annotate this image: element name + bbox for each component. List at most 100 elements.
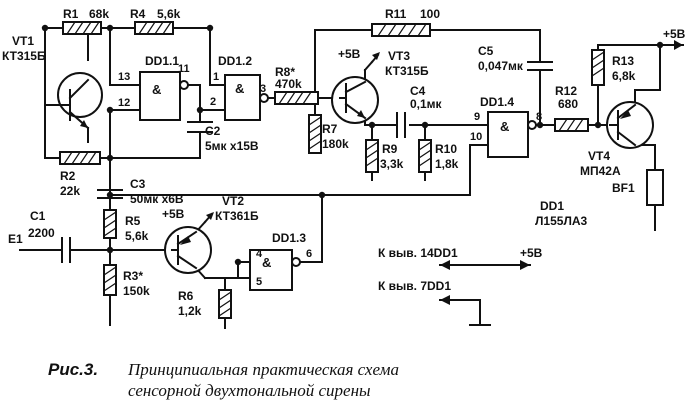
c3-label: C3	[130, 177, 146, 191]
gate-symbol: &	[500, 119, 509, 134]
vt3-vcc: +5В	[338, 47, 361, 61]
resistor-r3	[103, 264, 117, 296]
r4-label: R4	[130, 7, 146, 21]
pin14-vcc: +5В	[520, 246, 543, 260]
gate-symbol: &	[235, 81, 244, 96]
resistor-r9	[365, 139, 379, 173]
resistor-r11	[371, 23, 431, 37]
resistor-r12	[554, 118, 589, 132]
bf1-label: BF1	[612, 181, 635, 195]
pin-label: 5	[256, 276, 262, 288]
pin-label: 4	[256, 248, 263, 260]
r6-label: R6	[178, 289, 194, 303]
vt3-value: КТ315Б	[385, 64, 429, 78]
r6-value: 1,2k	[178, 304, 202, 318]
pin-label: 10	[470, 131, 482, 143]
pin-label: 9	[474, 111, 480, 123]
vt2-vcc: +5В	[162, 207, 185, 221]
r4-value: 5,6k	[157, 7, 181, 21]
pin-label: 3	[260, 83, 266, 95]
c1-label: C1	[30, 209, 46, 223]
c1-value: 2200	[28, 226, 55, 240]
vt3-label: VT3	[388, 49, 410, 63]
r5-label: R5	[125, 214, 141, 228]
c5-value: 0,047мк	[478, 59, 524, 73]
resistor-r7	[308, 114, 322, 154]
r13-value: 6,8k	[612, 69, 636, 83]
resistor-r8	[274, 91, 319, 105]
resistor-r6	[218, 289, 232, 319]
caption-line-2: сенсорной двухтональной сирены	[128, 381, 371, 400]
r2-value: 22k	[60, 184, 80, 198]
vt2-label: VT2	[222, 194, 244, 208]
resistor-r10	[418, 139, 432, 173]
dd1-label: DD1	[540, 199, 564, 213]
pin14-note: К выв. 14DD1	[378, 246, 458, 260]
capacitor-c1	[61, 237, 71, 263]
power-arrows	[203, 40, 683, 305]
capacitor-c3	[97, 189, 123, 199]
caption-figure-number: Рис.3.	[48, 360, 98, 379]
r7-label: R7	[322, 122, 338, 136]
capacitor-c5	[527, 61, 553, 71]
dd13-label: DD1.3	[272, 231, 306, 245]
gate-symbol: &	[152, 82, 161, 97]
r11-label: R11	[385, 7, 407, 21]
resistor-r5	[103, 209, 117, 239]
resistor-r1	[62, 21, 102, 35]
c4-value: 0,1мк	[410, 97, 443, 111]
gate-dd1-4: &	[487, 111, 537, 158]
r7-value: 180k	[322, 137, 349, 151]
r10-value: 1,8k	[435, 157, 459, 171]
transistor-vt4	[606, 101, 654, 149]
r10-label: R10	[435, 142, 457, 156]
pin-label: 1	[213, 71, 219, 83]
c2-label: C2	[205, 124, 221, 138]
r11-value: 100	[420, 7, 440, 21]
pin-label: 6	[306, 248, 312, 260]
pin7-note: К выв. 7DD1	[378, 279, 451, 293]
r5-value: 5,6k	[125, 229, 149, 243]
pin-label: 12	[118, 97, 130, 109]
vt1-label: VT1	[12, 34, 34, 48]
dd1-value: Л155ЛА3	[535, 214, 588, 228]
capacitor-c2	[187, 121, 213, 133]
transistor-vt1	[57, 72, 103, 130]
r2-label: R2	[60, 169, 76, 183]
r9-value: 3,3k	[380, 157, 404, 171]
e1-label: E1	[8, 232, 23, 246]
c4-label: C4	[410, 84, 426, 98]
c5-label: C5	[478, 44, 494, 58]
c3-value: 50мк x6В	[130, 192, 184, 206]
caption-line-1: Принципиальная практическая схема	[127, 360, 399, 379]
r1-label: R1	[63, 7, 79, 21]
pin-numbers: 13 12 11 1 2 3 4 5 6 9 10 8	[118, 63, 542, 288]
figure-caption: Рис.3. Принципиальная практическая схема…	[48, 360, 399, 400]
r8-value: 470k	[275, 77, 302, 91]
r13-label: R13	[612, 54, 634, 68]
capacitor-c4	[396, 112, 406, 138]
dd14-label: DD1.4	[480, 95, 514, 109]
transistor-vt2	[164, 226, 212, 274]
pin-label: 2	[210, 96, 216, 108]
vt2-value: КТ361Б	[215, 209, 259, 223]
component-labels: R1 68k R4 5,6k VT1 КТ315Б DD1.1 DD1.2 R8…	[2, 7, 686, 318]
transistor-vt3	[331, 76, 379, 124]
r3-value: 150k	[123, 284, 150, 298]
resistor-r4	[134, 21, 174, 35]
gate-dd1-1: &	[139, 71, 189, 121]
resistor-r13	[591, 49, 605, 86]
vcc-label: +5В	[663, 27, 686, 41]
dd11-label: DD1.1	[145, 54, 179, 68]
resistor-r2	[59, 151, 101, 165]
pin-label: 8	[536, 111, 542, 123]
r12-value: 680	[558, 97, 578, 111]
gate-symbol: &	[262, 255, 271, 270]
speaker-bf1	[646, 169, 664, 206]
vt4-label: VT4	[588, 149, 610, 163]
r12-label: R12	[555, 84, 577, 98]
gate-dd1-3: &	[249, 249, 301, 291]
vt1-value: КТ315Б	[2, 49, 46, 63]
r9-label: R9	[382, 142, 398, 156]
